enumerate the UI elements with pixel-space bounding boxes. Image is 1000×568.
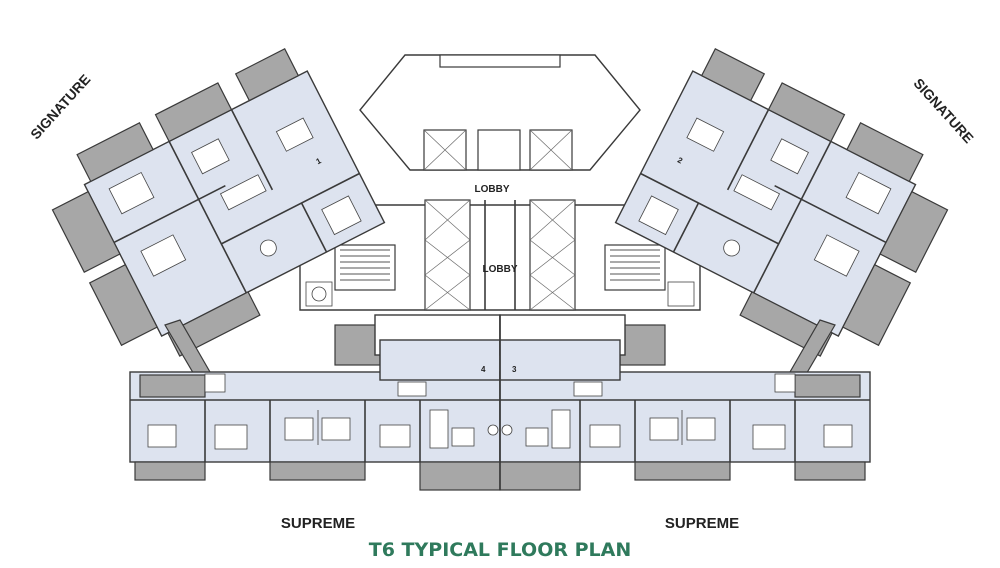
central-core — [299, 54, 701, 311]
signature-label-left: SIGNATURE — [27, 71, 93, 142]
left-staircase — [334, 244, 396, 291]
signature-label-right: SIGNATURE — [911, 75, 977, 146]
supreme-label-right: SUPREME — [665, 515, 739, 532]
top-lift-shafts — [423, 129, 573, 171]
unit-number-3: 3 — [512, 365, 517, 374]
right-staircase — [604, 244, 666, 291]
middle-lift-shafts — [424, 199, 576, 311]
lobby-label-top: LOBBY — [475, 184, 510, 195]
unit-number-2: 2 — [676, 155, 685, 165]
supreme-label-left: SUPREME — [281, 515, 355, 532]
floor-plan-title: T6 TYPICAL FLOOR PLAN — [369, 539, 631, 561]
unit-number-1: 1 — [315, 156, 324, 166]
right-signature-wing: 2 — [614, 48, 949, 357]
lobby-label-middle: LOBBY — [483, 264, 518, 275]
unit-number-4: 4 — [481, 365, 486, 374]
left-supreme-wing: 4 — [129, 314, 501, 491]
left-signature-wing: 1 — [51, 48, 386, 357]
right-supreme-wing: 3 — [499, 314, 871, 491]
